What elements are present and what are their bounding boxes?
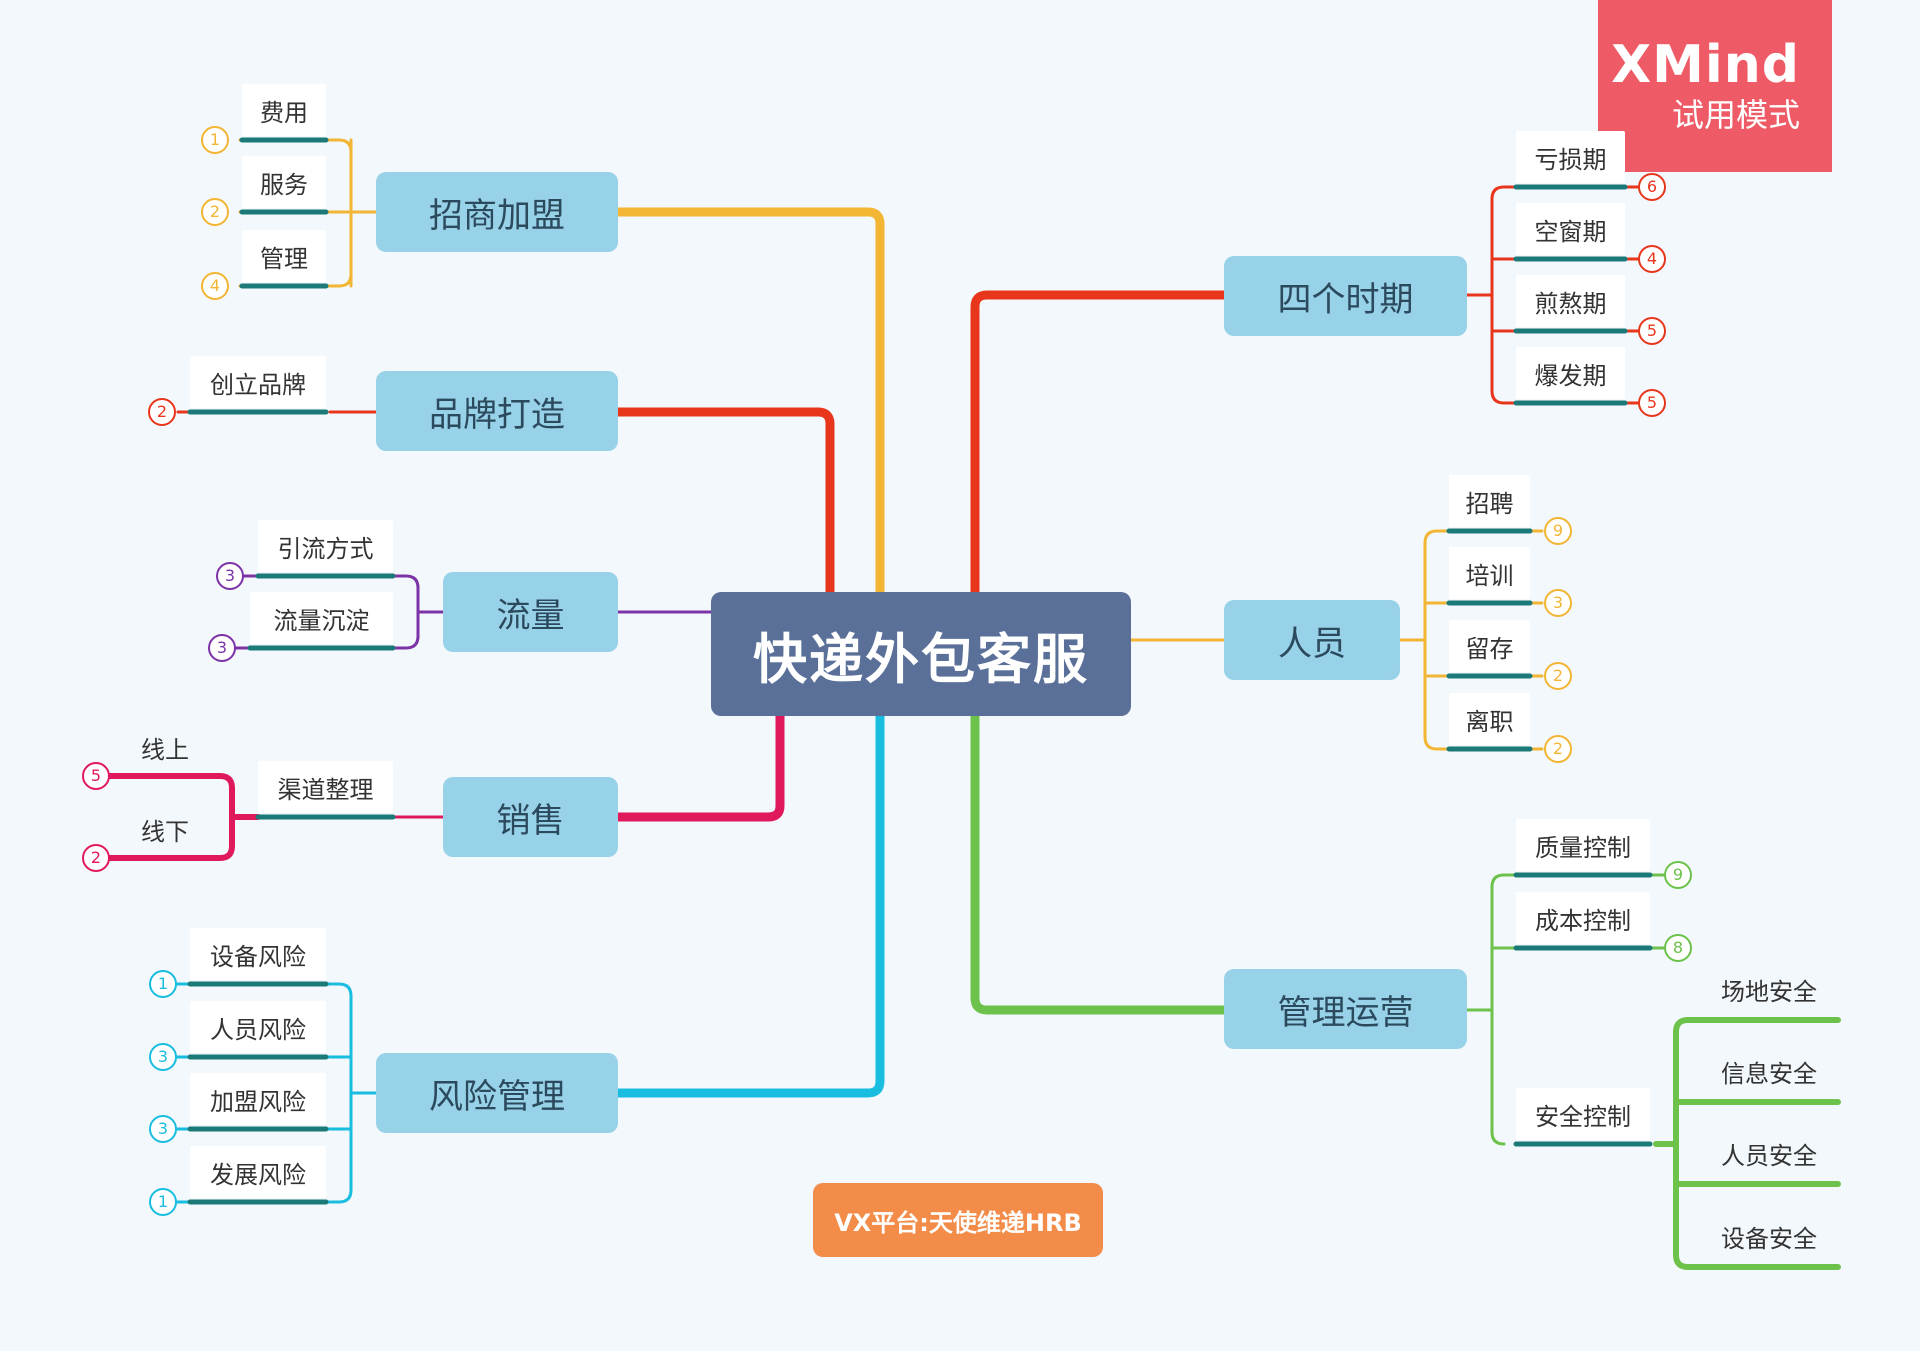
count-badge: 2 <box>82 844 110 872</box>
subtopic-feiyong[interactable]: 费用 <box>242 84 326 136</box>
count-badge: 8 <box>1664 934 1692 962</box>
count-badge: 2 <box>148 398 176 426</box>
subtopic-shebei-fengxian[interactable]: 设备风险 <box>190 928 326 980</box>
subtopic-peixun[interactable]: 培训 <box>1449 547 1530 599</box>
leaf-xinxi-anquan[interactable]: 信息安全 <box>1721 1059 1817 1088</box>
watermark-mode: 试用模式 <box>1671 96 1800 135</box>
subtopic-zhaopin[interactable]: 招聘 <box>1449 475 1530 527</box>
leaf-shebei-anquan[interactable]: 设备安全 <box>1721 1224 1817 1253</box>
count-badge: 2 <box>201 198 229 226</box>
count-badge: 5 <box>1638 389 1666 417</box>
topic-liuliang[interactable]: 流量 <box>443 572 618 652</box>
count-badge: 6 <box>1638 173 1666 201</box>
topic-fengxian[interactable]: 风险管理 <box>376 1053 618 1133</box>
count-badge: 5 <box>82 762 110 790</box>
subtopic-fazhan-fengxian[interactable]: 发展风险 <box>190 1146 326 1198</box>
credit-label[interactable]: VX平台:天使维递HRB <box>813 1183 1103 1257</box>
connector-pinpai <box>613 407 835 597</box>
leaf-xianshang[interactable]: 线上 <box>141 735 189 764</box>
leaf-xianxia[interactable]: 线下 <box>141 817 189 846</box>
subtopic-zhiliang[interactable]: 质量控制 <box>1516 819 1650 871</box>
topic-pinpai[interactable]: 品牌打造 <box>376 371 618 451</box>
count-badge: 4 <box>1638 245 1666 273</box>
count-badge: 1 <box>149 970 177 998</box>
leaf-renyuan-anquan[interactable]: 人员安全 <box>1721 1141 1817 1170</box>
subtopic-fuwu[interactable]: 服务 <box>242 156 326 208</box>
connector-zhaoshang <box>613 207 885 597</box>
connector-fengxian <box>613 711 885 1098</box>
count-badge: 3 <box>149 1115 177 1143</box>
subtopic-chengben[interactable]: 成本控制 <box>1516 892 1650 944</box>
subtopic-baofa[interactable]: 爆发期 <box>1516 347 1625 399</box>
subtopic-renyuan-fengxian[interactable]: 人员风险 <box>190 1001 326 1053</box>
count-badge: 2 <box>1544 662 1572 690</box>
xmind-trial-watermark: XMind 试用模式 <box>1598 0 1832 172</box>
subtopic-guanli[interactable]: 管理 <box>242 230 326 282</box>
count-badge: 3 <box>149 1043 177 1071</box>
watermark-brand: XMind <box>1611 34 1800 95</box>
topic-guanli[interactable]: 管理运营 <box>1224 969 1467 1049</box>
subtopic-jiameng-fengxian[interactable]: 加盟风险 <box>190 1073 326 1125</box>
subtopic-liucun[interactable]: 留存 <box>1449 620 1530 672</box>
count-badge: 1 <box>149 1188 177 1216</box>
leaf-changdi-anquan[interactable]: 场地安全 <box>1721 977 1817 1006</box>
connector-guanli <box>970 711 1229 1015</box>
subtopic-qudao[interactable]: 渠道整理 <box>258 761 393 813</box>
count-badge: 3 <box>216 562 244 590</box>
connector-xiaoshou <box>613 711 785 822</box>
count-badge: 2 <box>1544 735 1572 763</box>
subtopic-kuisun[interactable]: 亏损期 <box>1516 131 1625 183</box>
subtopic-lizhi[interactable]: 离职 <box>1449 693 1530 745</box>
connector-shiqi <box>970 290 1229 597</box>
count-badge: 5 <box>1638 317 1666 345</box>
subtopic-chendian[interactable]: 流量沉淀 <box>250 592 393 644</box>
count-badge: 3 <box>1544 589 1572 617</box>
topic-renyuan[interactable]: 人员 <box>1224 600 1400 680</box>
count-badge: 3 <box>208 634 236 662</box>
central-topic[interactable]: 快递外包客服 <box>711 592 1131 716</box>
count-badge: 4 <box>201 272 229 300</box>
count-badge: 1 <box>201 126 229 154</box>
subtopic-jianao[interactable]: 煎熬期 <box>1516 275 1625 327</box>
subtopic-chuangli-pinpai[interactable]: 创立品牌 <box>190 356 326 408</box>
subtopic-kongchuang[interactable]: 空窗期 <box>1516 203 1625 255</box>
count-badge: 9 <box>1544 517 1572 545</box>
subtopic-anquan[interactable]: 安全控制 <box>1516 1088 1650 1140</box>
subtopic-yinliu[interactable]: 引流方式 <box>258 520 393 572</box>
topic-zhaoshang[interactable]: 招商加盟 <box>376 172 618 252</box>
count-badge: 9 <box>1664 861 1692 889</box>
topic-xiaoshou[interactable]: 销售 <box>443 777 618 857</box>
topic-shiqi[interactable]: 四个时期 <box>1224 256 1467 336</box>
